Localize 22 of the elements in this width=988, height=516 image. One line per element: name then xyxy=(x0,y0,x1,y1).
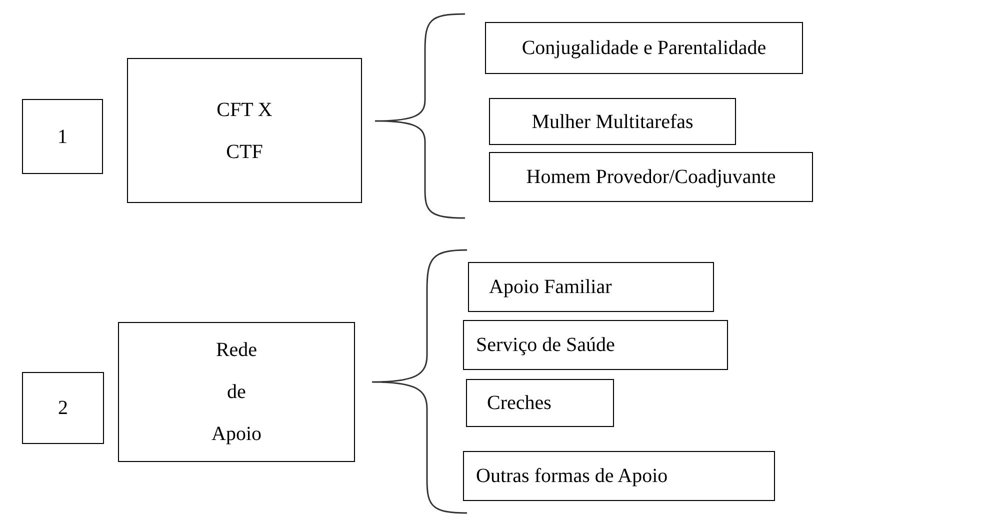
text-box xyxy=(463,320,728,370)
text-box xyxy=(463,451,775,501)
box-label: Apoio Familiar xyxy=(489,275,612,300)
box-label: CFT X CTF xyxy=(216,98,274,164)
box-label: Mulher Multitarefas xyxy=(532,110,694,134)
text-box xyxy=(468,262,714,312)
text-box xyxy=(489,98,736,145)
box-label: Homem Provedor/Coadjuvante xyxy=(526,165,776,190)
text-box xyxy=(22,372,104,444)
text-box xyxy=(22,99,103,174)
box-label: 1 xyxy=(58,124,68,150)
box-label: Outras formas de Apoio xyxy=(476,464,668,489)
text-box xyxy=(489,152,813,202)
text-box xyxy=(127,58,362,203)
text-box xyxy=(485,22,803,74)
box-label: Serviço de Saúde xyxy=(476,333,615,358)
box-label: Conjugalidade e Parentalidade xyxy=(522,36,766,61)
box-label: Rede de Apoio xyxy=(210,338,262,447)
box-label: Creches xyxy=(487,391,552,416)
text-box xyxy=(118,322,355,462)
text-box xyxy=(466,379,614,427)
box-label: 2 xyxy=(58,396,68,421)
